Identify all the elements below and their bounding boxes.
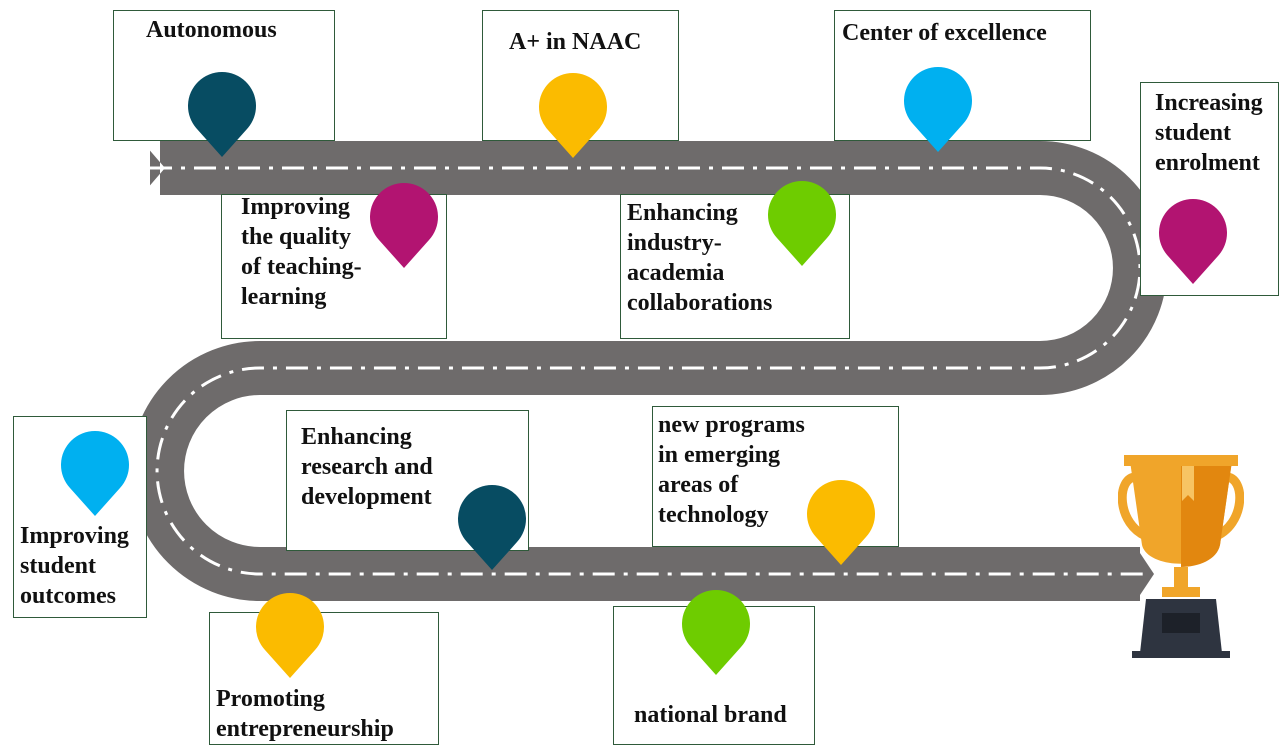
map-pin-icon	[682, 589, 750, 675]
trophy-rim	[1124, 455, 1238, 466]
map-pin-icon	[458, 484, 526, 570]
milestone-label-industry: Enhancing industry- academia collaborati…	[627, 200, 773, 316]
road-start-notch	[140, 139, 165, 197]
milestone-label-enrolment: Increasing student enrolment	[1155, 90, 1263, 176]
map-pin-icon	[61, 430, 129, 516]
trophy-ribbon	[1182, 466, 1194, 501]
milestone-label-programs: new programs in emerging areas of techno…	[658, 412, 805, 528]
map-pin-icon	[904, 66, 972, 152]
map-pin-icon	[1159, 198, 1227, 284]
milestone-label-naac: A+ in NAAC	[509, 29, 642, 55]
map-pin-icon	[188, 71, 256, 157]
map-pin-icon	[768, 180, 836, 266]
trophy-handle-right	[1212, 472, 1244, 542]
map-pin-icon	[539, 72, 607, 158]
milestone-label-autonomous: Autonomous	[146, 17, 277, 43]
trophy-plate	[1162, 613, 1200, 633]
trophy-icon	[1118, 455, 1244, 658]
milestone-label-brand: national brand	[634, 702, 787, 728]
milestone-label-research: Enhancing research and development	[301, 424, 433, 510]
trophy-stem	[1174, 567, 1188, 589]
map-pin-icon	[807, 479, 875, 565]
milestone-label-entrepreneurship: Promoting entrepreneurship	[216, 686, 394, 742]
map-pin-icon	[256, 592, 324, 678]
milestone-label-excellence: Center of excellence	[842, 20, 1047, 46]
trophy-foot	[1132, 651, 1230, 658]
milestone-label-teaching: Improving the quality of teaching- learn…	[241, 194, 362, 310]
trophy-handle-left	[1118, 472, 1150, 542]
road-end-arrow	[1136, 547, 1154, 601]
milestone-label-outcomes: Improving student outcomes	[20, 523, 129, 609]
map-pin-icon	[370, 182, 438, 268]
road-center-line	[150, 166, 1150, 576]
milestone-box-entrepreneurship	[209, 612, 439, 745]
trophy-neck	[1162, 587, 1200, 597]
